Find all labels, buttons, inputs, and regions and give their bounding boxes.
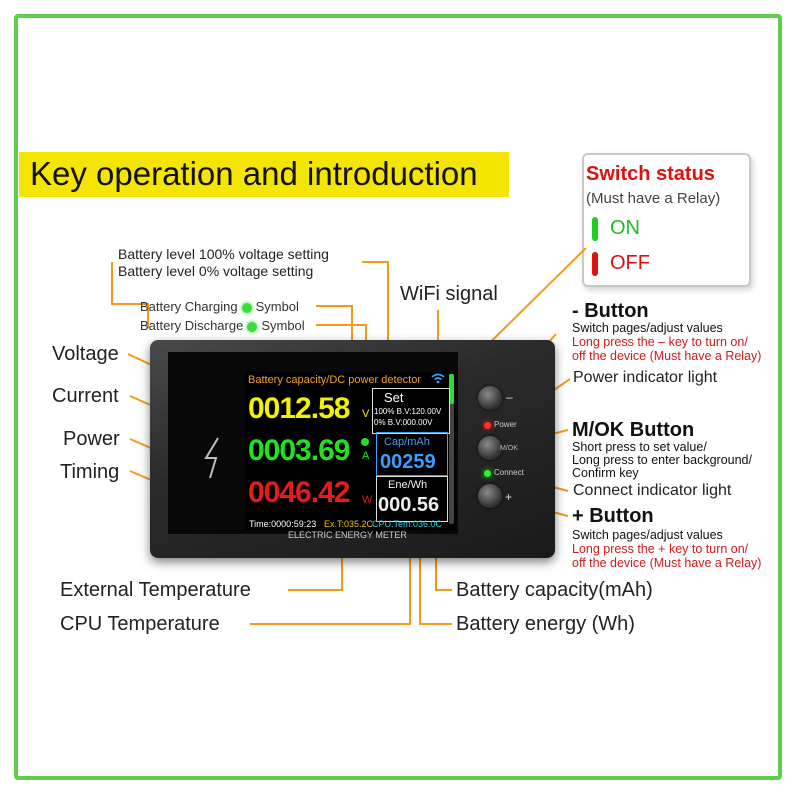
minus-key-label: – xyxy=(506,390,513,404)
label-power: Power xyxy=(63,428,120,450)
plus-button-long-press-2: off the device (Must have a Relay) xyxy=(572,556,762,570)
battery-bar-track xyxy=(449,374,454,524)
external-temp-readout: Ex.T:035.2C xyxy=(324,519,374,529)
switch-status-title: Switch status xyxy=(586,163,715,185)
mok-button-desc-3: Confirm key xyxy=(572,466,639,480)
current-unit: A xyxy=(362,450,370,462)
label-wifi-signal: WiFi signal xyxy=(400,283,498,305)
plus-button-desc: Switch pages/adjust values xyxy=(572,528,723,542)
on-indicator-icon xyxy=(592,217,598,241)
connect-led-icon xyxy=(484,470,491,477)
minus-button-title: - Button xyxy=(572,300,649,322)
off-indicator-icon xyxy=(592,252,598,276)
label-battery-level-100: Battery level 100% voltage setting xyxy=(118,246,329,262)
set-0-value: 0% B.V:000.00V xyxy=(374,418,433,427)
mok-button-desc-1: Short press to set value/ xyxy=(572,440,707,454)
mok-key-label: M/OK xyxy=(500,445,518,452)
label-current: Current xyxy=(52,385,119,407)
minus-button-long-press: Long press the – key to turn on/ xyxy=(572,335,748,349)
label-voltage: Voltage xyxy=(52,343,119,365)
label-power-indicator: Power indicator light xyxy=(573,369,718,386)
label-battery-capacity: Battery capacity(mAh) xyxy=(456,579,653,601)
plus-button-long-press: Long press the + key to turn on/ xyxy=(572,542,749,556)
mok-key-button[interactable] xyxy=(478,436,502,460)
power-unit: W xyxy=(362,494,373,506)
charging-symbol-icon xyxy=(361,438,369,446)
minus-key-button[interactable] xyxy=(478,386,502,410)
ene-label: Ene/Wh xyxy=(388,479,428,491)
power-led-icon xyxy=(484,422,491,429)
lightning-icon xyxy=(204,437,219,479)
plus-key-button[interactable] xyxy=(478,484,502,508)
voltage-value: 0012.58 xyxy=(248,392,350,425)
connect-led-label: Connect xyxy=(494,468,524,477)
set-panel xyxy=(372,388,450,434)
screen-title: Battery capacity/DC power detector xyxy=(248,374,422,386)
set-100-value: 100% B.V:120.00V xyxy=(374,407,442,416)
heading-highlight xyxy=(19,152,509,197)
ene-panel xyxy=(376,476,448,522)
label-battery-level-0: Battery level 0% voltage setting xyxy=(118,263,314,279)
label-connect-indicator: Connect indicator light xyxy=(573,482,732,499)
power-value: 0046.42 xyxy=(248,476,350,509)
mok-button-desc-2: Long press to enter background/ xyxy=(572,453,752,467)
minus-button-desc: Switch pages/adjust values xyxy=(572,321,723,335)
model-label: ELECTRIC ENERGY METER xyxy=(288,530,407,540)
page-title: Key operation and introduction xyxy=(30,155,478,192)
current-value: 0003.69 xyxy=(248,434,350,467)
plus-key-label: + xyxy=(505,490,513,504)
label-cpu-temperature: CPU Temperature xyxy=(60,613,220,635)
voltage-unit: V xyxy=(362,408,370,420)
ene-value: 000.56 xyxy=(378,494,440,516)
set-label: Set xyxy=(384,390,404,405)
label-timing: Timing xyxy=(60,461,120,483)
cap-label: Cap/mAh xyxy=(384,436,430,448)
cpu-temp-readout: CPU.Tem:036.0C xyxy=(372,519,443,529)
power-led-label: Power xyxy=(494,420,517,429)
on-label: ON xyxy=(610,217,640,239)
switch-status-panel xyxy=(582,153,751,287)
meter-screen xyxy=(245,372,455,530)
time-readout: Time:0000:59:23 xyxy=(249,519,317,529)
charging-dot-icon xyxy=(241,302,252,313)
switch-status-subtitle: (Must have a Relay) xyxy=(586,190,721,207)
minus-button-long-press-2: off the device (Must have a Relay) xyxy=(572,349,762,363)
discharge-dot-icon xyxy=(247,321,258,332)
battery-bar-fill xyxy=(449,374,454,404)
off-label: OFF xyxy=(610,252,650,274)
image-frame xyxy=(14,14,782,780)
cap-value: 00259 xyxy=(380,451,436,473)
wifi-icon xyxy=(431,373,445,384)
mok-button-title: M/OK Button xyxy=(572,419,695,441)
leader-battery-level xyxy=(111,262,149,328)
label-battery-energy: Battery energy (Wh) xyxy=(456,613,635,635)
plus-button-title: + Button xyxy=(572,505,654,527)
cap-panel xyxy=(376,432,448,476)
label-external-temperature: External Temperature xyxy=(60,579,251,601)
